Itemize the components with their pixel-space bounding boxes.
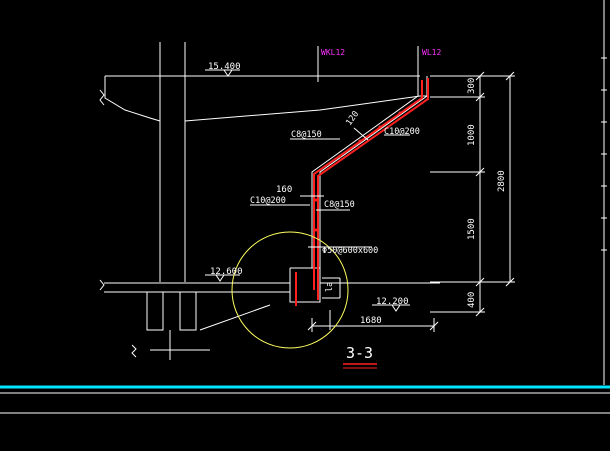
rebar-label-2: C10@200 xyxy=(384,127,420,137)
leader-lines xyxy=(250,46,419,330)
rebar-dots xyxy=(314,111,402,232)
elevation-floor-label: 12.600 xyxy=(210,267,243,277)
dim-1500-label: 1500 xyxy=(467,218,477,240)
pipe-tag-left: WKL12 xyxy=(321,48,345,57)
dimension-lines xyxy=(300,71,515,332)
rebar-label-1: C8@150 xyxy=(291,130,322,140)
opening-label: Φ50@600x600 xyxy=(322,246,378,256)
dim-1000-label: 1000 xyxy=(467,124,477,146)
pipe-tag-right: WL12 xyxy=(422,48,441,57)
dim-300-label: 300 xyxy=(467,78,477,94)
rebar-label-4: C8@150 xyxy=(324,200,355,210)
dim-total-label: 2800 xyxy=(497,170,507,192)
bottom-dim-label: 1680 xyxy=(360,316,382,326)
rebar-label-3: C10@200 xyxy=(250,196,286,206)
detail-circle[interactable] xyxy=(231,231,349,349)
frame-right-ticks xyxy=(601,57,607,251)
anchor-label: la xyxy=(325,282,335,292)
break-lines xyxy=(99,89,137,358)
wall-thickness-label: 160 xyxy=(276,185,292,195)
dim-400-label: 400 xyxy=(467,292,477,308)
elevation-top-label: 15.400 xyxy=(208,62,241,72)
concrete-outline xyxy=(104,42,440,360)
section-title: 3-3 xyxy=(346,344,373,362)
elevation-ledge-label: 12.200 xyxy=(376,297,409,307)
rebar-lines xyxy=(295,78,429,306)
